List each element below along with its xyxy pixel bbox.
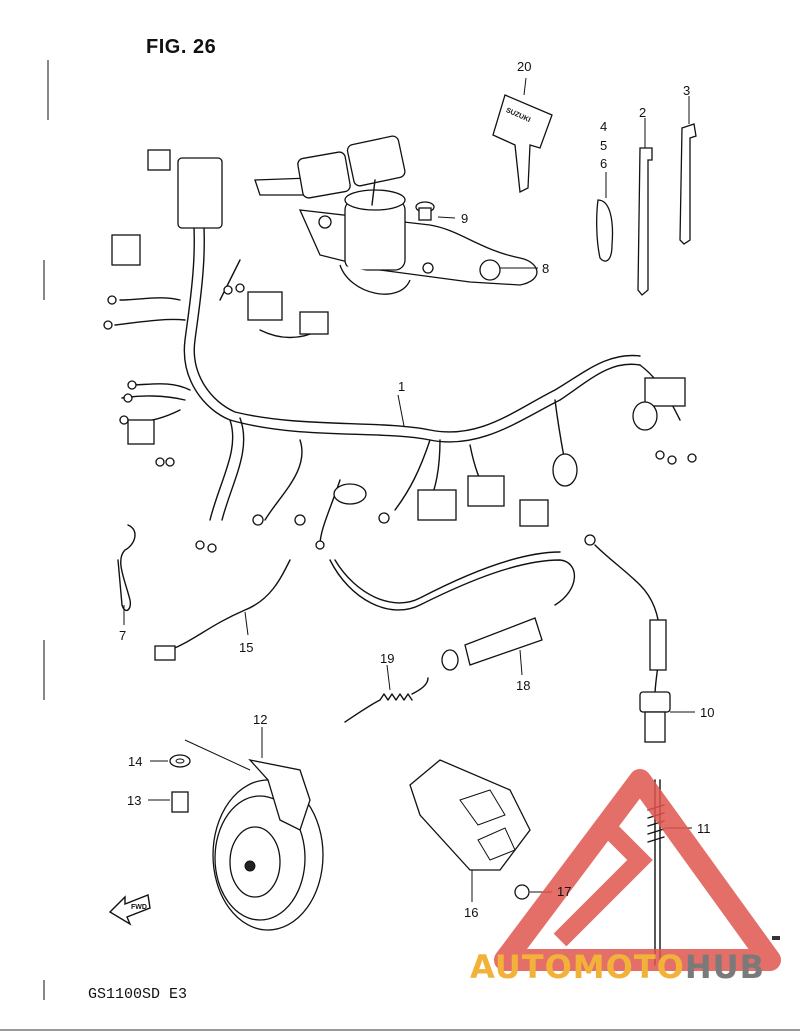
callout-10: 10 — [700, 705, 715, 720]
callout-14: 14 — [128, 754, 143, 769]
front-stop-switch — [594, 544, 695, 743]
callout-12: 12 — [253, 712, 268, 727]
callout-4: 4 — [600, 119, 608, 134]
key-blank — [492, 77, 553, 194]
callout-2: 2 — [639, 105, 647, 120]
callout-7: 7 — [119, 628, 127, 643]
callout-9: 9 — [461, 211, 469, 226]
margin-marks — [0, 60, 800, 1031]
watermark-text: AUTOMOTOHUB — [470, 948, 765, 986]
watermark-part2: HUB — [684, 948, 766, 986]
screw-9 — [415, 201, 456, 221]
callout-16: 16 — [464, 905, 479, 920]
wire-clip — [117, 524, 136, 625]
callout-15: 15 — [239, 640, 254, 655]
wiring-harness — [103, 149, 697, 553]
watermark-part1: AUTOMOTO — [470, 948, 685, 986]
spring — [344, 664, 429, 723]
washer-14 — [150, 754, 191, 768]
watermark-logo — [494, 769, 781, 971]
lead-wire — [154, 559, 291, 661]
stop-switch-cable — [329, 551, 576, 676]
clamps — [596, 96, 697, 296]
figure-title: FIG. 26 — [146, 36, 217, 58]
callout-1: 1 — [398, 379, 406, 394]
ignition-switch — [254, 135, 538, 295]
callout-19: 19 — [380, 651, 395, 666]
fwd-label: FWD — [131, 904, 147, 911]
callout-13: 13 — [127, 793, 142, 808]
callout-18: 18 — [516, 678, 531, 693]
callout-3: 3 — [683, 83, 691, 98]
callout-8: 8 — [542, 261, 550, 276]
callout-6: 6 — [600, 156, 608, 171]
bolt-13 — [148, 791, 189, 813]
callout-20: 20 — [517, 59, 532, 74]
fwd-arrow-icon: FWD — [108, 894, 151, 926]
callout-5: 5 — [600, 138, 608, 153]
regulator — [409, 759, 531, 902]
callout-11: 11 — [697, 821, 711, 836]
horn — [184, 727, 324, 931]
model-label: GS1100SD E3 — [88, 986, 188, 1003]
callout-17: 17 — [557, 884, 572, 899]
